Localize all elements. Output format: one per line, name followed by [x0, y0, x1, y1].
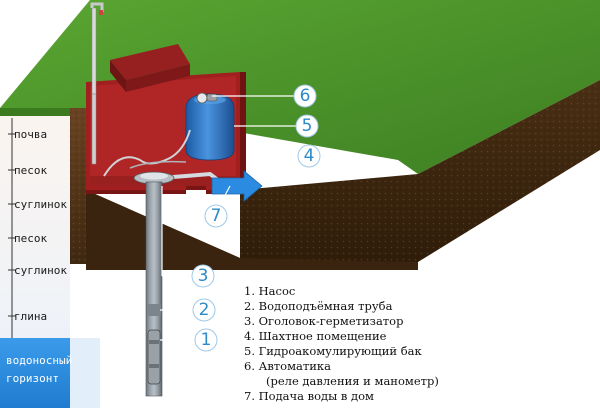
aquifer-zone: [0, 338, 70, 408]
chamber-lid-side: [110, 60, 126, 92]
callout-1-num: 1: [201, 330, 212, 350]
callout-3: 3: [191, 264, 215, 288]
layer-label: почва: [14, 128, 47, 141]
pressure-relay: [206, 93, 218, 102]
callout-2-num: 2: [199, 300, 210, 320]
vent-pipe: [91, 7, 97, 95]
legend-item-1: 1. Насос: [244, 284, 295, 298]
callout-7: 7: [204, 204, 228, 228]
legend-item-7: 7. Подача воды в дом: [244, 389, 374, 403]
callout-5: 5: [295, 114, 319, 138]
callout-3-num: 3: [198, 266, 209, 286]
chamber-lid-front: [126, 64, 190, 92]
layer-label: песок: [14, 164, 47, 177]
soil-bottom: [86, 190, 418, 270]
legend: 1. Насос 2. Водоподъёмная труба 3. Оголо…: [244, 284, 439, 403]
layer-label: песок: [14, 232, 47, 245]
vent-pipe-lower: [91, 93, 97, 165]
soil-texture-side: [240, 80, 600, 264]
layer-label: суглинок: [14, 264, 67, 277]
submersible-pump: [147, 329, 161, 385]
legend-item-6: 6. Автоматика: [244, 359, 331, 373]
pressure-gauge: [196, 92, 208, 104]
water-outlet-arrow: [211, 170, 263, 202]
callout-5-num: 5: [302, 116, 313, 136]
aquifer-label-line2: горизонт: [6, 372, 59, 385]
callout-6: 6: [293, 84, 317, 108]
riser-pipe: [150, 182, 158, 396]
callout-4: 4: [297, 144, 321, 168]
chamber-lid-top: [110, 44, 190, 80]
wiring-2: [129, 160, 187, 169]
legend-item-5: 5. Гидроакомулирующий бак: [244, 344, 423, 358]
legend-item-3: 3. Оголовок-герметизатор: [244, 314, 403, 328]
legend-item-4: 4. Шахтное помещение: [244, 329, 387, 343]
aquifer-fade: [70, 338, 100, 408]
callout-2: 2: [192, 298, 216, 322]
vent-pipe-cap: [90, 2, 104, 12]
chamber-right-wall: [240, 72, 246, 194]
pump-band-2: [149, 364, 159, 368]
aquifer-label-line1: водоносный: [6, 354, 72, 367]
layer-label: глина: [14, 310, 47, 323]
callout-4-num: 4: [304, 146, 315, 166]
pipe-coupling: [147, 304, 161, 316]
callout-6-num: 6: [300, 86, 311, 106]
vent-pipe-tip: [99, 10, 103, 15]
callout-7-num: 7: [211, 206, 222, 226]
callout-1: 1: [194, 328, 218, 352]
pump-band: [149, 340, 159, 344]
legend-item-2: 2. Водоподъёмная труба: [244, 299, 393, 313]
legend-item-6-note: (реле давления и манометр): [266, 374, 439, 388]
wiring: [103, 129, 191, 177]
well-head-top: [140, 172, 168, 180]
grass-edge: [0, 108, 70, 116]
layer-label: суглинок: [14, 198, 67, 211]
soil-layer-labels: почва песок суглинок песок суглинок глин…: [8, 128, 67, 323]
